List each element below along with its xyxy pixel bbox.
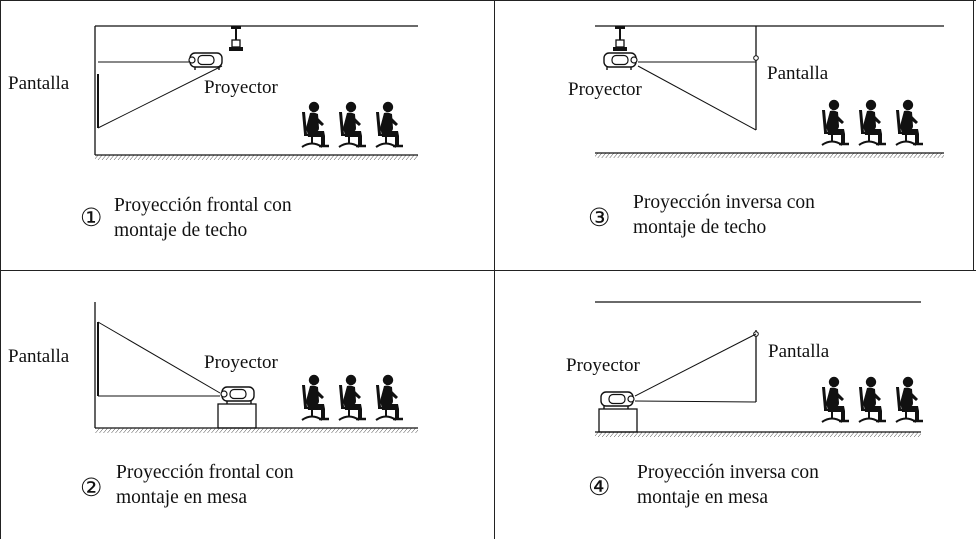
caption: Proyección inversa con montaje en mesa (637, 460, 819, 510)
floor-hatch (595, 432, 921, 437)
caption-line-1: Proyección inversa con (633, 192, 815, 213)
ceiling-mount-icon (228, 25, 244, 52)
floor-hatch (95, 155, 418, 160)
caption-line-2: montaje en mesa (637, 487, 769, 508)
caption-line-1: Proyección inversa con (637, 462, 819, 483)
panel-number: ③ (588, 205, 611, 232)
projector-icon (188, 52, 223, 71)
panel-rear-table: Pantalla Proyector ④ Proyección inversa … (494, 270, 976, 539)
audience-icon (302, 375, 403, 420)
caption: Proyección inversa con montaje de techo (633, 190, 815, 240)
screen-label: Pantalla (767, 63, 829, 84)
beam-bottom (634, 400, 757, 403)
floor-hatch (95, 428, 418, 433)
caption: Proyección frontal con montaje de techo (114, 193, 292, 243)
projector-label: Proyector (204, 77, 278, 98)
caption-line-2: montaje de techo (633, 217, 767, 238)
projector-label: Proyector (568, 79, 642, 100)
panel-number: ④ (588, 474, 611, 501)
beam-bottom (637, 65, 757, 131)
projector-icon (220, 386, 255, 405)
floor-hatch (595, 153, 944, 158)
table-box (217, 403, 257, 429)
audience-icon (822, 377, 923, 422)
beam-top (97, 321, 221, 394)
grid-line-right (973, 0, 975, 270)
diagram-front-table (94, 302, 418, 433)
screen-label: Pantalla (8, 73, 70, 94)
diagram-rear-table (595, 301, 973, 437)
grid-line-left (0, 0, 2, 539)
ceiling-mount-icon (612, 25, 628, 52)
panel-front-table: Pantalla Proyector ② Proyección frontal … (0, 270, 494, 539)
panel-rear-ceiling: Pantalla Proyector ③ Proyección inversa … (494, 0, 973, 270)
caption-line-1: Proyección frontal con (114, 195, 292, 216)
beam-bottom (97, 65, 223, 129)
grid-line-middle (0, 270, 976, 272)
caption-line-1: Proyección frontal con (116, 462, 294, 483)
projector-label: Proyector (566, 355, 640, 376)
screen-label: Pantalla (768, 341, 830, 362)
beam-top (634, 333, 757, 397)
panel-front-ceiling: Pantalla Proyector ① Proyección frontal … (0, 0, 494, 270)
projector-icon (603, 52, 638, 71)
screen-pivot (753, 55, 759, 61)
caption: Proyección frontal con montaje en mesa (116, 460, 294, 510)
audience-icon (302, 102, 403, 147)
screen-label: Pantalla (8, 346, 70, 367)
grid-line-top (0, 0, 976, 2)
caption-line-2: montaje de techo (114, 220, 248, 241)
table-box (598, 408, 638, 433)
diagram-front-ceiling (94, 25, 418, 160)
grid-line-center (494, 0, 496, 539)
audience-icon (822, 100, 923, 145)
panel-number: ② (80, 475, 103, 502)
diagram-rear-ceiling (595, 25, 944, 158)
projector-label: Proyector (204, 352, 278, 373)
projector-icon (600, 391, 635, 410)
caption-line-2: montaje en mesa (116, 487, 248, 508)
panel-number: ① (80, 205, 103, 232)
